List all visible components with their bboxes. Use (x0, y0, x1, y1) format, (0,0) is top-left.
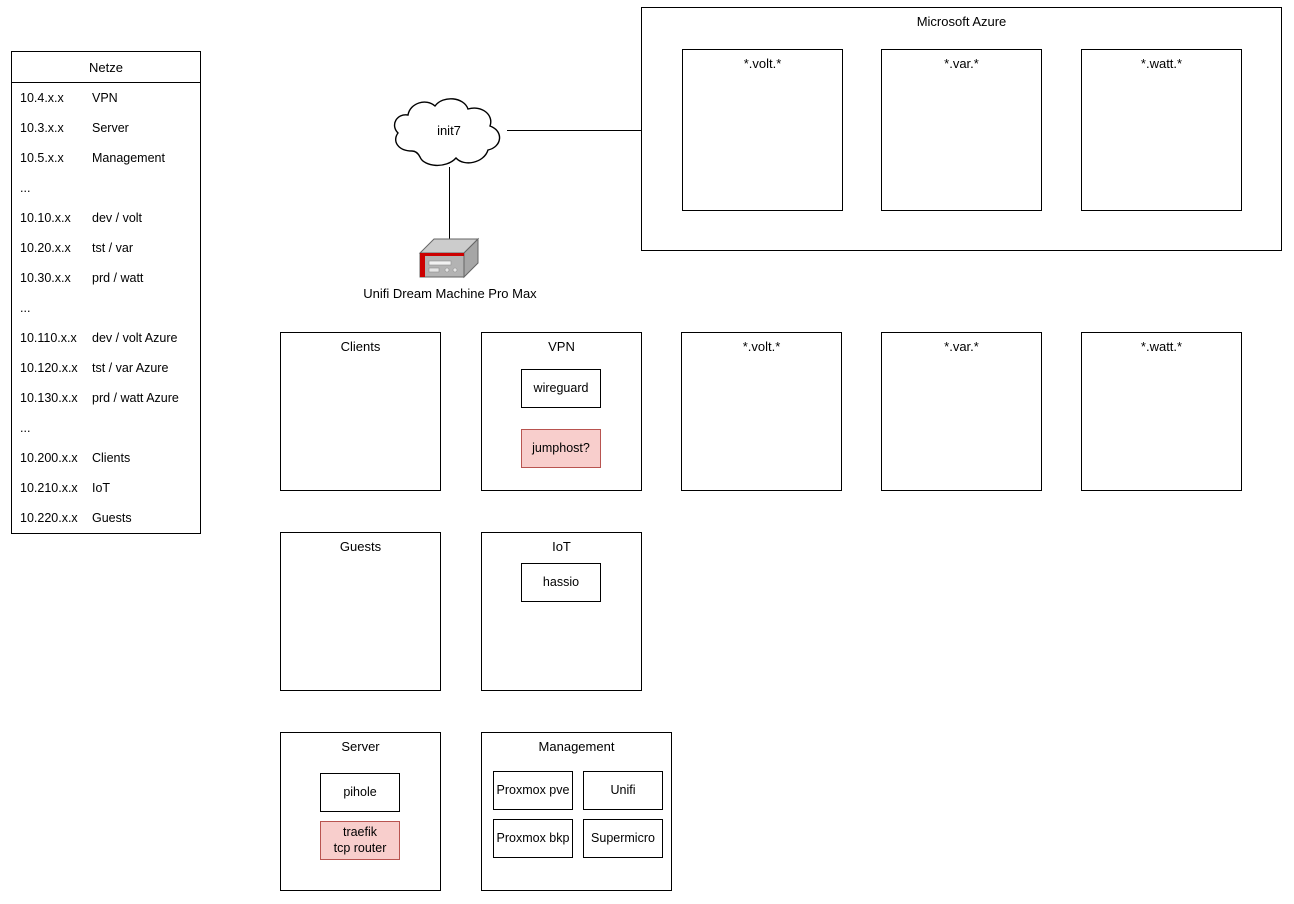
table-row: 10.200.x.x Clients (12, 443, 200, 473)
azure-zone-var: *.var.* (881, 49, 1042, 211)
node-wireguard[interactable]: wireguard (521, 369, 601, 408)
netze-cidr: 10.120.x.x (20, 361, 78, 375)
node-proxmox-bkp[interactable]: Proxmox bkp (493, 819, 573, 858)
netze-cidr: 10.200.x.x (20, 451, 78, 465)
vlan-group-volt: *.volt.* (681, 332, 842, 491)
link-cloud-to-azure (507, 130, 642, 131)
netze-cidr: 10.3.x.x (20, 121, 64, 135)
netze-name: dev / volt (92, 211, 143, 225)
table-row: 10.120.x.x tst / var Azure (12, 353, 200, 383)
unifi-router-device (418, 237, 480, 279)
netze-name: tst / var (92, 241, 133, 255)
node-proxmox-pve[interactable]: Proxmox pve (493, 771, 573, 810)
table-row: 10.20.x.x tst / var (12, 233, 200, 263)
vlan-group-vpn: VPN wireguard jumphost? (481, 332, 642, 491)
vlan-group-label: Management (538, 739, 615, 754)
table-row: ... (12, 413, 200, 443)
azure-zone-label: *.volt.* (743, 56, 782, 71)
netze-cidr: 10.110.x.x (20, 331, 77, 345)
vlan-group-label: *.var.* (944, 339, 979, 354)
vlan-group-label: IoT (552, 539, 571, 554)
netze-name: dev / volt Azure (92, 331, 178, 345)
netze-name: Management (92, 151, 165, 165)
netze-name: Clients (92, 451, 131, 465)
table-row: 10.30.x.x prd / watt (12, 263, 200, 293)
vlan-group-label: Clients (340, 339, 381, 354)
table-row: 10.130.x.x prd / watt Azure (12, 383, 200, 413)
vlan-group-label: VPN (548, 339, 575, 354)
node-traefik-tcp-router[interactable]: traefik tcp router (320, 821, 400, 860)
vlan-group-iot: IoT hassio (481, 532, 642, 691)
azure-zone-label: *.var.* (944, 56, 979, 71)
node-jumphost[interactable]: jumphost? (521, 429, 601, 468)
vlan-group-clients: Clients (280, 332, 441, 491)
node-unifi[interactable]: Unifi (583, 771, 663, 810)
vlan-group-label: *.volt.* (742, 339, 781, 354)
table-row: 10.10.x.x dev / volt (12, 203, 200, 233)
netze-table-title: Netze (12, 52, 200, 83)
netze-legend-table: Netze 10.4.x.x VPN 10.3.x.x Server 10.5.… (11, 51, 201, 534)
table-row: 10.220.x.x Guests (12, 503, 200, 533)
cloud-label: init7 (437, 123, 461, 138)
cloud-icon (393, 98, 501, 167)
netze-name: prd / watt Azure (92, 391, 179, 405)
netze-cidr: 10.220.x.x (20, 511, 78, 525)
table-row: 10.210.x.x IoT (12, 473, 200, 503)
netze-cidr: ... (20, 421, 31, 435)
router-caption: Unifi Dream Machine Pro Max (363, 286, 537, 301)
vlan-group-label: Guests (339, 539, 382, 554)
netze-cidr: 10.30.x.x (20, 271, 71, 285)
netze-name: Guests (92, 511, 132, 525)
node-hassio[interactable]: hassio (521, 563, 601, 602)
vlan-group-label: Server (341, 739, 380, 754)
netze-cidr: 10.210.x.x (20, 481, 78, 495)
netze-cidr: ... (20, 301, 31, 315)
netze-cidr: 10.4.x.x (20, 91, 64, 105)
node-supermicro[interactable]: Supermicro (583, 819, 663, 858)
table-row: ... (12, 173, 200, 203)
netze-name: VPN (92, 91, 118, 105)
node-pihole[interactable]: pihole (320, 773, 400, 812)
netze-name: prd / watt (92, 271, 144, 285)
isp-cloud: init7 (388, 95, 510, 170)
firewall-appliance-icon (418, 237, 480, 279)
table-row: 10.110.x.x dev / volt Azure (12, 323, 200, 353)
vlan-group-label: *.watt.* (1140, 339, 1183, 354)
azure-zone-volt: *.volt.* (682, 49, 843, 211)
vlan-group-watt: *.watt.* (1081, 332, 1242, 491)
table-row: 10.4.x.x VPN (12, 83, 200, 113)
vlan-group-server: Server pihole traefik tcp router (280, 732, 441, 891)
netze-cidr: 10.130.x.x (20, 391, 78, 405)
table-row: 10.3.x.x Server (12, 113, 200, 143)
netze-name: IoT (92, 481, 111, 495)
table-row: ... (12, 293, 200, 323)
vlan-group-guests: Guests (280, 532, 441, 691)
netze-cidr: 10.10.x.x (20, 211, 71, 225)
azure-zone-watt: *.watt.* (1081, 49, 1242, 211)
netze-table-body: 10.4.x.x VPN 10.3.x.x Server 10.5.x.x Ma… (12, 83, 200, 533)
netze-name: Server (92, 121, 129, 135)
netze-cidr: 10.20.x.x (20, 241, 71, 255)
netze-name: tst / var Azure (92, 361, 169, 375)
vlan-group-var: *.var.* (881, 332, 1042, 491)
netze-cidr: ... (20, 181, 31, 195)
vlan-group-management: Management Proxmox pve Unifi Proxmox bkp… (481, 732, 672, 891)
netze-cidr: 10.5.x.x (20, 151, 64, 165)
table-row: 10.5.x.x Management (12, 143, 200, 173)
azure-zone-label: *.watt.* (1140, 56, 1183, 71)
link-cloud-to-router (449, 167, 450, 244)
azure-title: Microsoft Azure (916, 14, 1007, 29)
